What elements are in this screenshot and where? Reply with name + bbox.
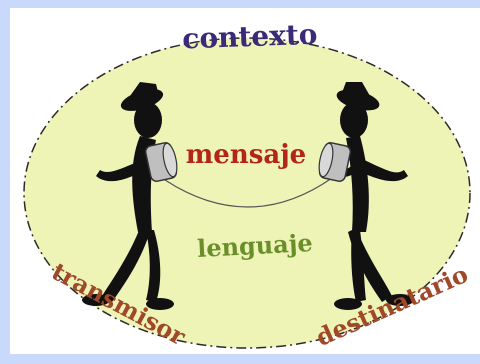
tin-can-phone-icon xyxy=(144,142,178,182)
language-label: lenguaje xyxy=(196,228,313,263)
context-label: contexto xyxy=(182,18,318,56)
receiver-figure-icon xyxy=(334,82,414,310)
tin-can-phone-icon xyxy=(318,142,352,182)
message-label: mensaje xyxy=(186,140,306,170)
can-string xyxy=(164,177,333,208)
